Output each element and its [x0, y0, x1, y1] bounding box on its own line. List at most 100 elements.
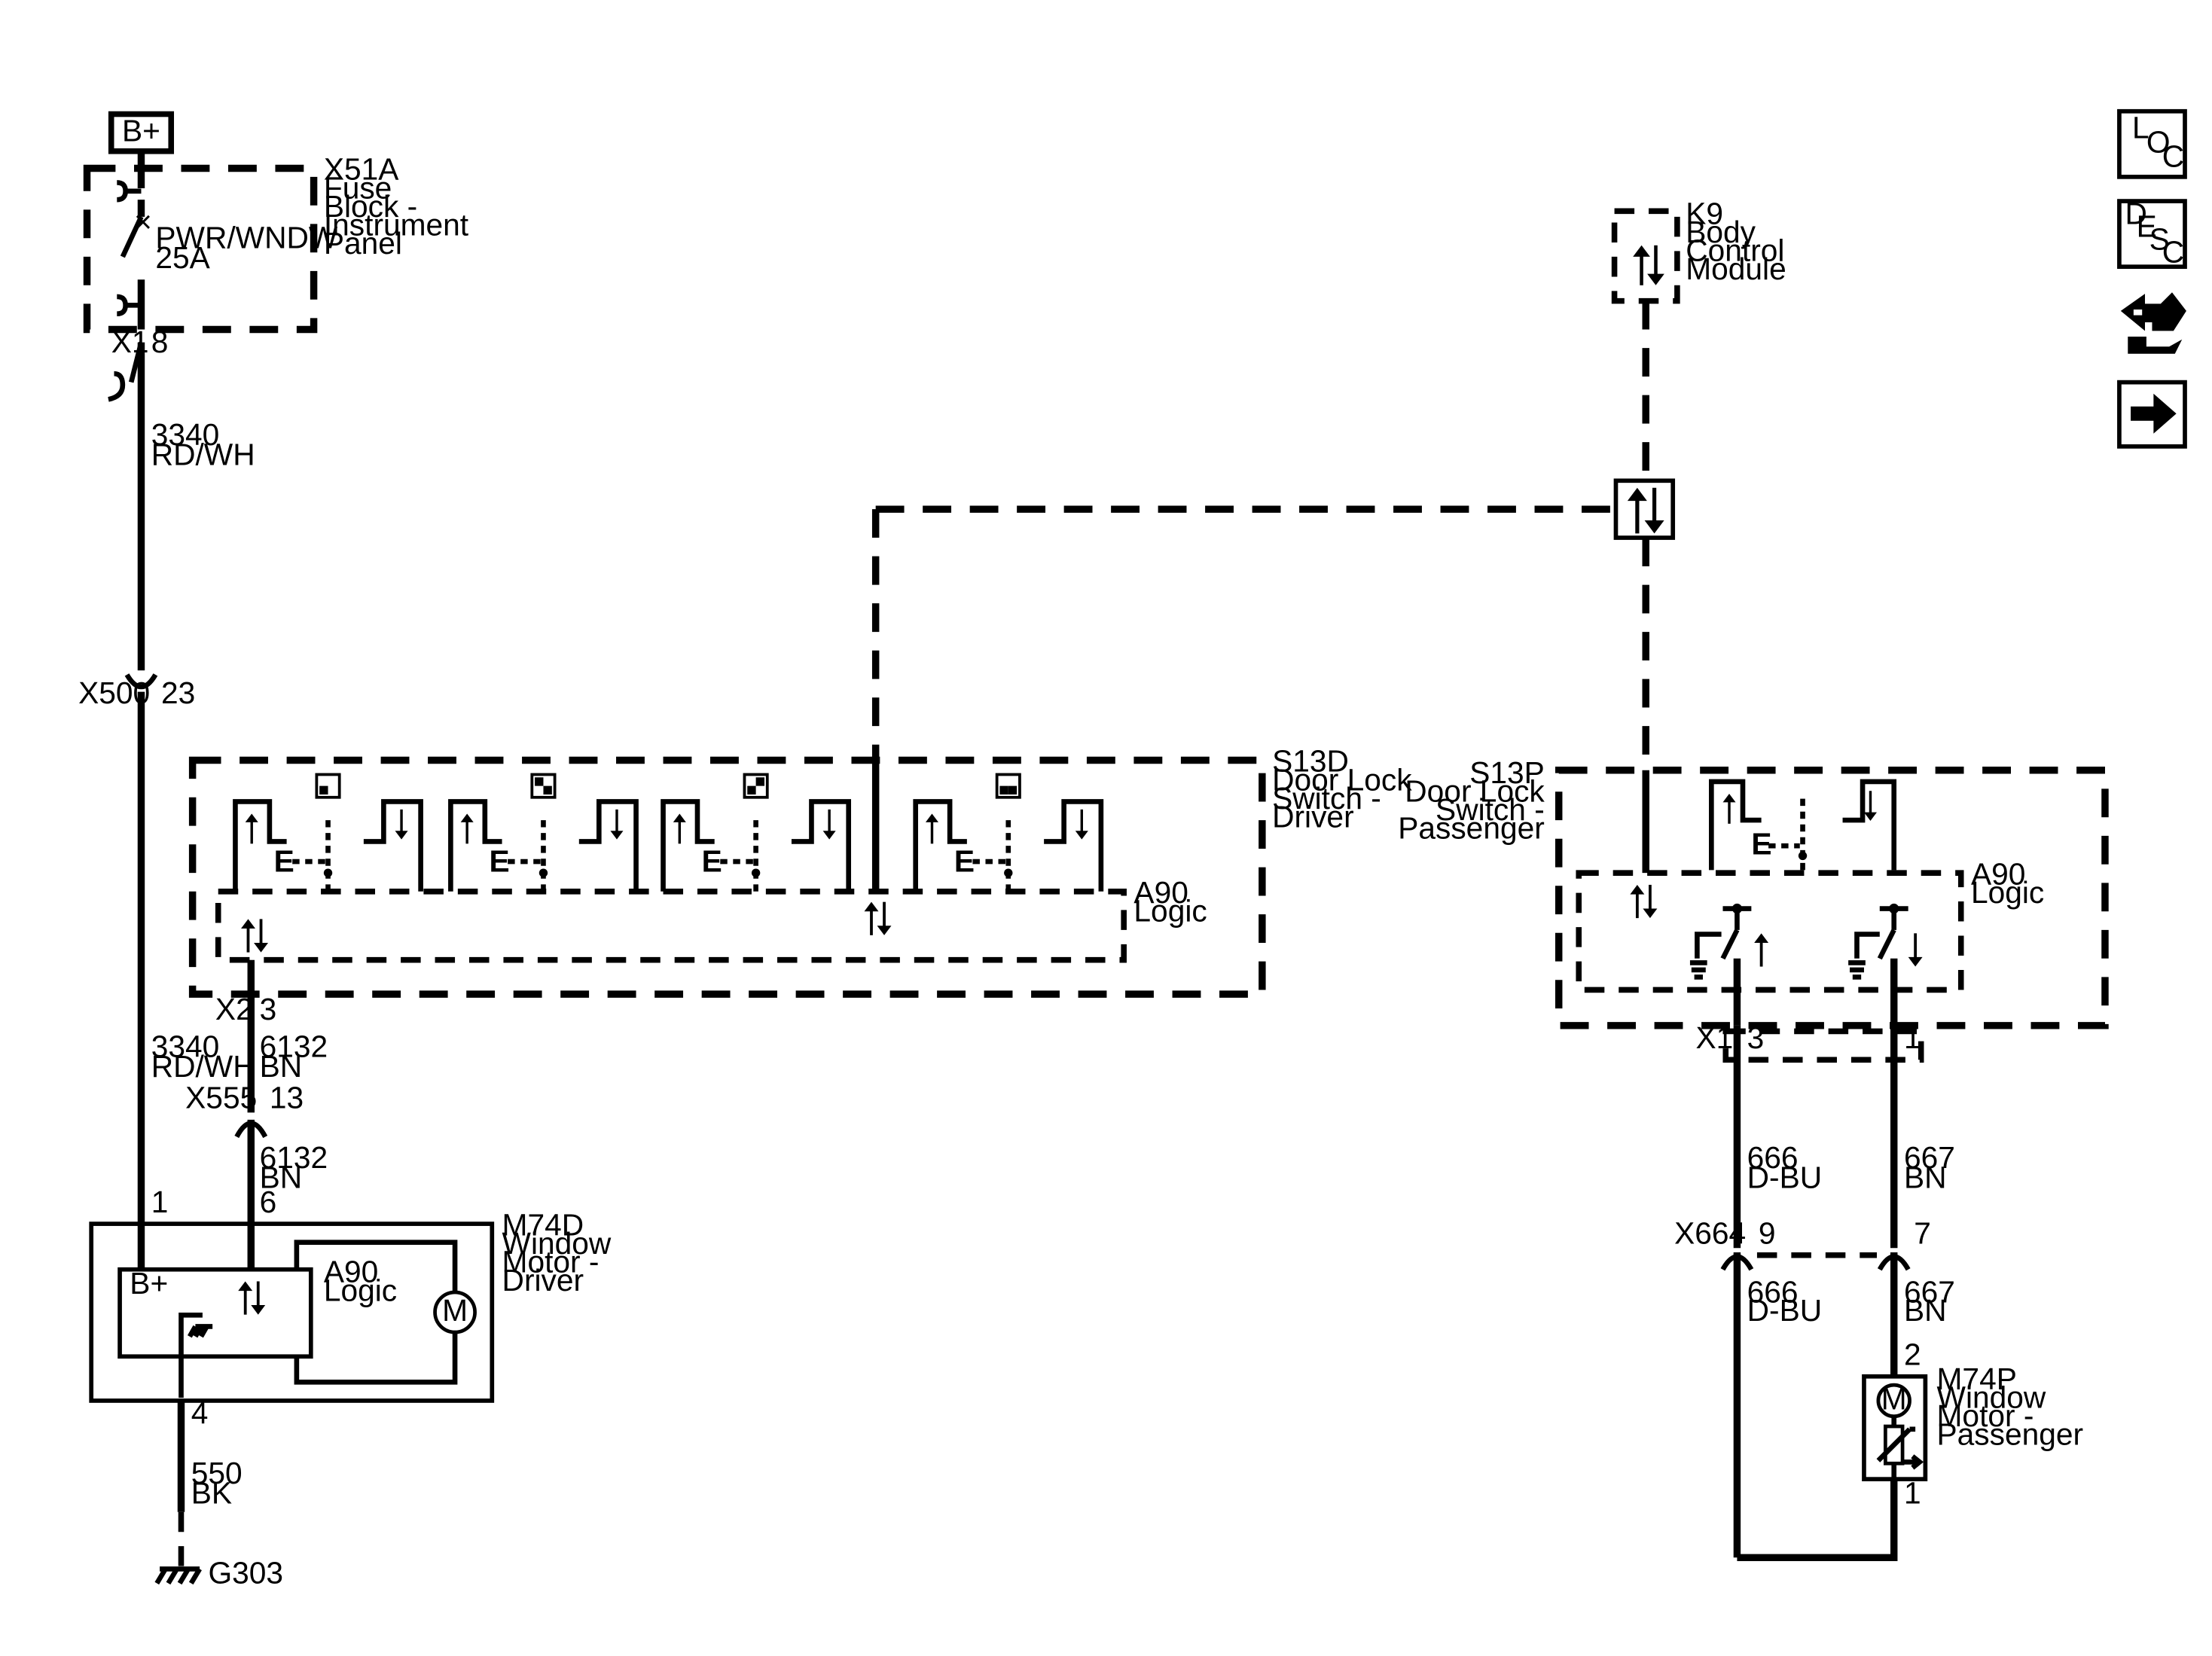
ground-label: G303 [208, 1555, 283, 1590]
next-arrow-icon[interactable] [2117, 380, 2187, 449]
svg-text:C: C [2162, 139, 2184, 174]
fuse-block-x51a: × PWR/WNDW 25A X51A Fuse Block - Instrum… [83, 152, 469, 334]
wire-3340-top-color: RD/WH [151, 437, 255, 471]
s13p-name-2: Switch - [1436, 792, 1545, 827]
s13d-logic-name: Logic [1133, 894, 1207, 929]
s13d-connector: X2 [215, 992, 253, 1026]
wire-3340-top-circuit: 3340 [151, 417, 220, 452]
m74d-logic-box [117, 1267, 313, 1359]
s13p-connector-outline [1722, 1028, 1924, 1063]
m74d-name-3: Driver [502, 1263, 584, 1298]
s13p-relay-down [1848, 903, 1924, 990]
window-motor-driver: B+ A90 Logic M M74D Window Motor - Drive… [89, 1207, 612, 1403]
svg-text:E: E [2137, 209, 2157, 243]
inline-connector-x500: X500 23 [78, 673, 195, 710]
door-lock-switch-passenger: S13P Door Lock Switch - Passenger A90 Lo… [1398, 755, 2109, 1029]
s13p-up-contact [1709, 779, 1762, 871]
s13p-outline [1555, 767, 2109, 1029]
bcm-id: K9 [1686, 196, 1723, 230]
b-plus-source: B+ [108, 111, 175, 154]
s13d-lock-contact [578, 799, 639, 892]
m74d-motor-label: M [442, 1293, 468, 1328]
wire-550-circuit: 550 [191, 1456, 243, 1490]
ground-icon [154, 1566, 202, 1585]
s13d-lever-glyph: E [954, 843, 975, 878]
m74d-pin-ground: 4 [191, 1395, 209, 1430]
wire-6132-lower-circuit: 6132 [260, 1140, 328, 1175]
fuse-block-name-4: Panel [324, 226, 402, 261]
x500-pin: 23 [161, 676, 195, 710]
fuse-connector-pin: 8 [151, 325, 169, 359]
ground-g303: G303 [154, 1555, 283, 1590]
s13d-lock-contact [1044, 799, 1104, 892]
m74p-pin-bottom: 1 [1904, 1475, 1921, 1510]
fuse-block-name-3: Instrument [324, 208, 469, 242]
x555-label: X555 [185, 1081, 257, 1115]
m74d-name-2: Motor - [502, 1244, 600, 1279]
wire-3340-bottom-color: RD/WH [151, 1049, 255, 1084]
s13p-relay-up [1689, 903, 1771, 990]
wire-667-upper-color: BN [1904, 1160, 1947, 1195]
wire-6132-lower-color: BN [260, 1160, 303, 1195]
s13p-lever-glyph: E [1751, 827, 1771, 862]
m74p-name-3: Passenger [1937, 1417, 2084, 1452]
b-plus-label: B+ [122, 114, 160, 148]
s13p-pin-up: 3 [1747, 1020, 1765, 1055]
svg-text:C: C [2162, 235, 2184, 270]
wire-666-lower-circuit: 666 [1747, 1274, 1799, 1309]
svg-text:L: L [2132, 111, 2149, 145]
x664-pin-right: 7 [1914, 1216, 1931, 1251]
s13p-pin-down: 1 [1904, 1020, 1921, 1055]
s13d-logic-outline [215, 888, 1127, 963]
connector-end-view-icon[interactable] [2120, 292, 2186, 354]
bcm-k9: K9 Body Control Module [1611, 196, 1786, 304]
s13p-relay-up-ground-icon [1689, 960, 1707, 980]
m74d-id: M74D [502, 1207, 584, 1242]
m74d-name-1: Window [502, 1226, 612, 1261]
s13d-unlock-contact [233, 799, 287, 892]
fuse-rating: 25A [155, 240, 210, 275]
wire-667-lower-circuit: 667 [1904, 1274, 1955, 1309]
loc-icon[interactable]: L O C [2117, 108, 2187, 179]
wire-666-lower-color: D-BU [1747, 1293, 1822, 1328]
fuse-block-outline [83, 164, 318, 334]
s13p-id: S13P [1469, 755, 1545, 790]
wire-passenger-loop [1737, 1479, 1898, 1562]
s13p-connector: X1 [1696, 1020, 1734, 1055]
desc-icon[interactable]: D E S C [2117, 196, 2187, 270]
wire-666-upper-circuit: 666 [1747, 1140, 1799, 1175]
m74d-motor-symbol [433, 1290, 477, 1334]
s13p-logic-outline [1576, 870, 1964, 993]
s13d-logic-id: A90 [1133, 875, 1188, 910]
bcm-name-1: Body [1686, 215, 1756, 249]
bcm-name-3: Module [1686, 252, 1786, 286]
s13p-relay-down-ground-icon [1848, 960, 1866, 980]
s13p-name-1: Door Lock [1405, 773, 1545, 808]
s13d-id: S13D [1272, 744, 1349, 779]
m74p-pin-top: 2 [1904, 1337, 1921, 1372]
m74d-bplus: B+ [130, 1266, 168, 1301]
m74d-ground-lead [178, 1313, 203, 1398]
s13d-unlock-contact [913, 799, 967, 892]
svg-text:O: O [2146, 125, 2171, 160]
svg-text:S: S [2149, 221, 2170, 256]
m74d-internal-ground-icon [187, 1324, 213, 1338]
fuse-block-name-1: Fuse [324, 170, 392, 205]
fuse-element [120, 215, 144, 258]
fuse-block-id: X51A [324, 152, 399, 187]
m74p-name-2: Motor - [1937, 1398, 2034, 1433]
m74d-outline [89, 1221, 495, 1403]
wire-6132-upper-circuit: 6132 [260, 1029, 328, 1063]
wire-667-upper-circuit: 667 [1904, 1140, 1955, 1175]
s13p-logic-name: Logic [1971, 875, 2044, 910]
fuse-name: PWR/WNDW [155, 221, 337, 255]
inline-connector-x555: X555 13 [185, 1081, 304, 1139]
s13d-lever-glyph: E [490, 843, 510, 878]
door-lock-switch-driver: S13D Door Lock Switch - Driver A90 Logic… [188, 744, 1412, 998]
m74d-logic-id: A90 [324, 1255, 378, 1289]
wire-667-lower-color: BN [1904, 1293, 1947, 1328]
x664-pin-left: 9 [1759, 1216, 1776, 1251]
wire-550-color: BK [191, 1475, 232, 1510]
